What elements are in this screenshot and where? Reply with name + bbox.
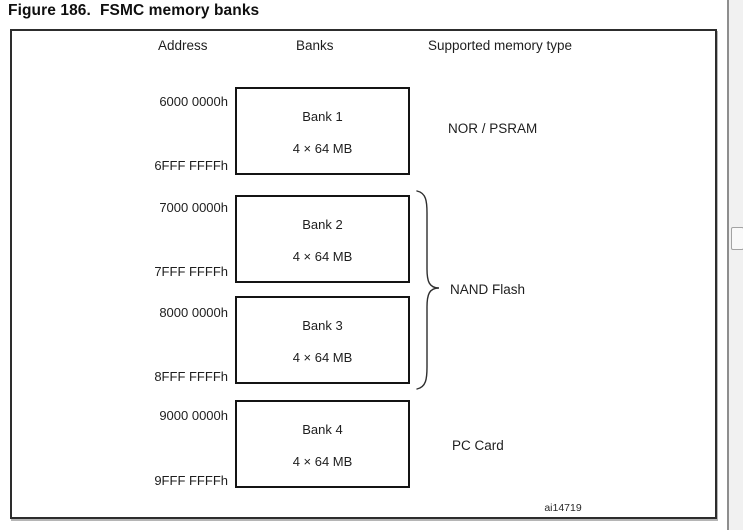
- figure-credit-code: ai14719: [544, 502, 582, 514]
- column-header-banks: Banks: [296, 38, 334, 53]
- bank1-box: Bank 1 4 × 64 MB: [235, 87, 410, 175]
- bank2-end-address: 7FFF FFFFh: [154, 264, 228, 279]
- bank1-name: Bank 1: [302, 109, 343, 124]
- bank3-name: Bank 3: [302, 318, 343, 333]
- figure-name: FSMC memory banks: [99, 2, 260, 19]
- nand-group-brace: [416, 190, 440, 390]
- bank3-start-address: 8000 0000h: [159, 305, 228, 320]
- bank4-end-address: 9FFF FFFFh: [154, 473, 228, 488]
- bank3-size: 4 × 64 MB: [292, 350, 353, 365]
- figure-frame: Address Banks Supported memory type 6000…: [10, 29, 717, 519]
- bank2-size: 4 × 64 MB: [292, 249, 353, 264]
- bank2-start-address: 7000 0000h: [159, 200, 228, 215]
- column-header-address: Address: [158, 38, 208, 53]
- memtype-nor-psram: NOR / PSRAM: [448, 121, 538, 136]
- bank1-start-address: 6000 0000h: [159, 94, 228, 109]
- bank4-name: Bank 4: [302, 422, 343, 437]
- bank1-size: 4 × 64 MB: [292, 141, 353, 156]
- figure-number: Figure 186.: [8, 2, 91, 19]
- figure-title: Figure 186. FSMC memory banks: [8, 2, 259, 20]
- scrollbar-thumb[interactable]: [731, 227, 743, 250]
- page-right-edge: [727, 0, 729, 530]
- column-header-memory-type: Supported memory type: [428, 38, 573, 53]
- bank2-name: Bank 2: [302, 217, 343, 232]
- bank3-end-address: 8FFF FFFFh: [154, 369, 228, 384]
- memtype-pc-card: PC Card: [452, 438, 504, 453]
- bank4-box: Bank 4 4 × 64 MB: [235, 400, 410, 488]
- bank4-size: 4 × 64 MB: [292, 454, 353, 469]
- scrollbar-track[interactable]: [729, 0, 743, 530]
- memtype-nand-flash: NAND Flash: [450, 282, 526, 297]
- bank3-box: Bank 3 4 × 64 MB: [235, 296, 410, 384]
- bank2-box: Bank 2 4 × 64 MB: [235, 195, 410, 283]
- bank1-end-address: 6FFF FFFFh: [154, 158, 228, 173]
- bank4-start-address: 9000 0000h: [159, 408, 228, 423]
